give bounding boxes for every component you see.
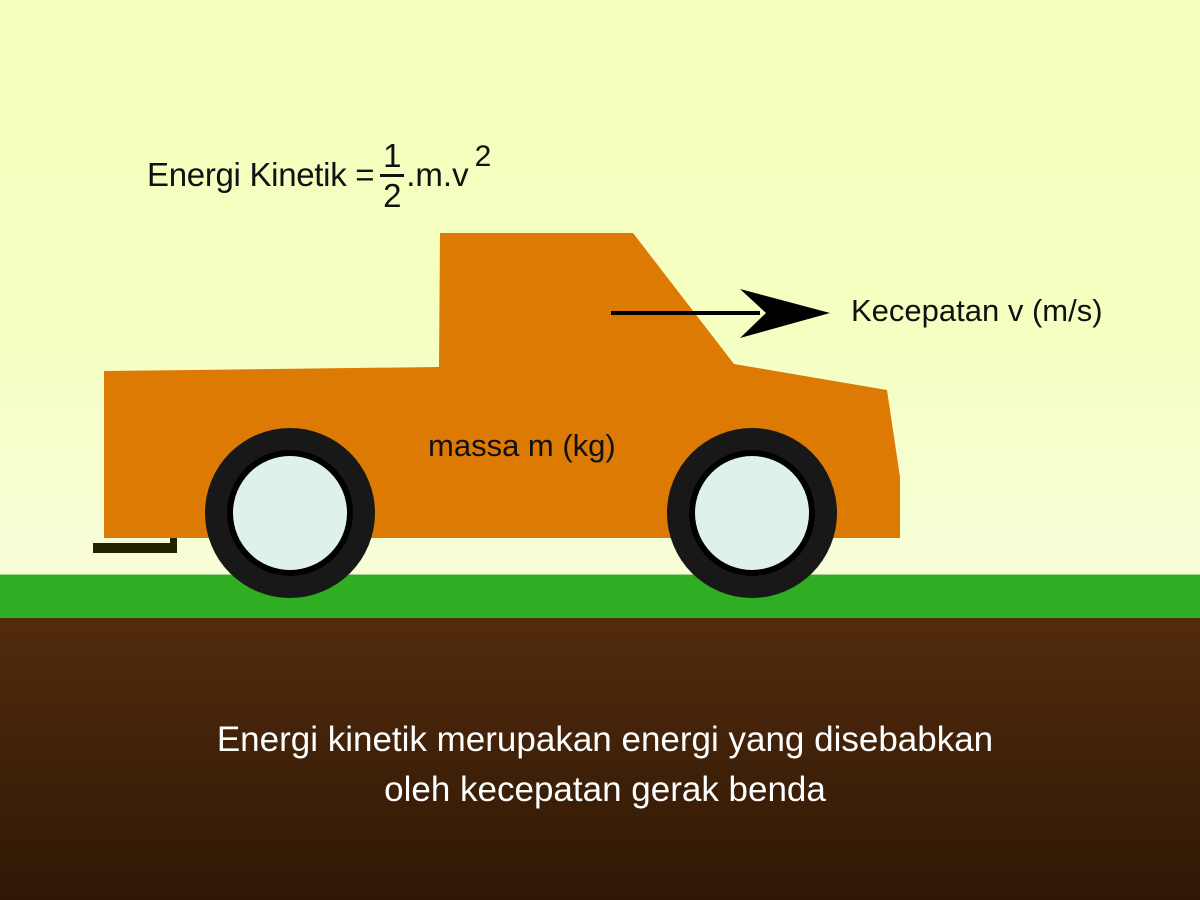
velocity-arrow-icon bbox=[611, 289, 830, 338]
formula-exponent: 2 bbox=[474, 140, 492, 173]
rear-wheel-icon bbox=[205, 428, 375, 598]
mass-label: massa m (kg) bbox=[428, 428, 616, 463]
soil-ground bbox=[0, 618, 1200, 900]
kinetic-energy-formula: Energi Kinetik = 1 2 .m.v 2 bbox=[147, 136, 492, 214]
exhaust-pipe-icon bbox=[93, 537, 177, 553]
grass-strip bbox=[0, 574, 1200, 619]
formula-lead: Energi Kinetik = bbox=[147, 156, 375, 193]
caption-line-1: Energi kinetik merupakan energi yang dis… bbox=[216, 720, 994, 759]
speed-label: Kecepatan v (m/s) bbox=[851, 293, 1103, 328]
fraction-bar bbox=[380, 173, 405, 177]
caption: Energi kinetik merupakan energi yang dis… bbox=[0, 715, 1200, 815]
fraction-denominator: 2 bbox=[383, 176, 402, 214]
formula-tail: .m.v bbox=[406, 156, 469, 193]
fraction-numerator: 1 bbox=[383, 136, 402, 174]
formula-fraction: 1 2 bbox=[380, 136, 405, 214]
caption-line-2: oleh kecepatan gerak benda bbox=[384, 770, 826, 809]
front-wheel-icon bbox=[667, 428, 837, 598]
